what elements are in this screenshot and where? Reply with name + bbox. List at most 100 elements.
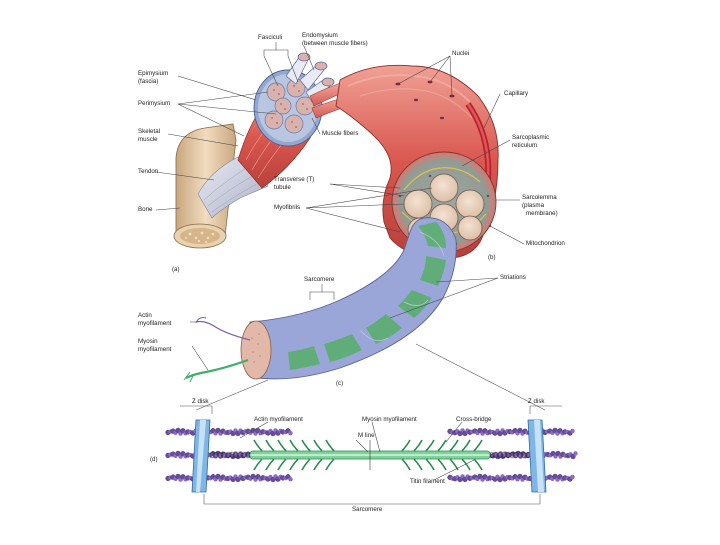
- cross-bridge-head: [325, 439, 335, 452]
- label-epimysium: Epimysium: [138, 70, 169, 77]
- label-t-tubule-sub: tubule: [274, 184, 291, 191]
- actin-bead: [175, 427, 181, 434]
- cross-bridge-head: [325, 458, 335, 471]
- actin-bead: [573, 451, 578, 456]
- label-actin-c-sub: myofilament: [138, 320, 172, 327]
- striation-bands: [288, 222, 446, 370]
- actin-bead: [552, 427, 558, 434]
- label-sarcolemma: Sarcolemma: [522, 194, 557, 201]
- actin-bead: [570, 474, 575, 480]
- cross-bridge-head: [401, 458, 411, 471]
- cross-bridge-head: [425, 439, 435, 452]
- label-mitochondrion: Mitochondrion: [526, 240, 565, 247]
- cross-bridge-head: [437, 458, 447, 471]
- actin-bead: [250, 473, 256, 480]
- label-z-disk-right: Z disk: [528, 398, 545, 405]
- label-myofibrils: Myofibrils: [274, 204, 301, 211]
- cross-bridge-head: [413, 458, 423, 471]
- cross-bridge-head: [313, 458, 323, 471]
- actin-bead: [570, 428, 575, 434]
- actin-bead: [477, 427, 483, 434]
- label-m-line: M line: [358, 432, 375, 439]
- label-muscle-fibers: Muscle fibers: [322, 130, 359, 137]
- label-sarcolemma-sub2: membrane): [526, 210, 558, 217]
- cross-bridge-head: [289, 439, 299, 452]
- actin-bead: [517, 427, 523, 434]
- cross-bridge-head: [277, 439, 287, 452]
- panel-c-label: (c): [336, 380, 344, 387]
- cross-bridge-head: [313, 439, 323, 452]
- label-perimysium: Perimysium: [138, 100, 171, 107]
- actin-bead: [288, 431, 293, 436]
- panel-a-label: (a): [172, 266, 180, 273]
- panel-c-myofibril: [183, 217, 457, 383]
- cross-bridge-head: [437, 439, 447, 452]
- label-z-disk-left: Z disk: [192, 398, 209, 405]
- cross-bridge-head: [401, 439, 411, 452]
- cross-bridge-head: [301, 458, 311, 471]
- label-myosin-c-sub: myofilament: [138, 346, 172, 353]
- leader-lines: [155, 42, 525, 481]
- actin-bead: [517, 473, 523, 480]
- label-bone: Bone: [138, 206, 153, 213]
- actin-bead: [555, 450, 561, 457]
- label-cross-bridge: Cross-bridge: [456, 416, 492, 423]
- actin-bead: [552, 473, 558, 480]
- z-disk-right-shape: [527, 419, 547, 493]
- actin-bead: [497, 430, 503, 437]
- label-endomysium-sub: (between muscle fibers): [302, 40, 368, 47]
- actin-bead: [215, 473, 221, 480]
- actin-bead: [457, 430, 463, 437]
- label-epimysium-sub: (fascia): [138, 78, 159, 85]
- label-capillary: Capillary: [504, 90, 529, 97]
- label-sarcolemma-sub1: (plasma: [522, 202, 545, 209]
- fasciculi-bundles: [264, 78, 315, 134]
- cross-bridge-head: [473, 439, 483, 452]
- actin-bead: [288, 477, 293, 482]
- cross-bridge-head: [449, 439, 459, 452]
- cross-bridge-head: [473, 458, 483, 471]
- actin-bead: [215, 427, 221, 434]
- cross-bridge-head: [449, 458, 459, 471]
- cross-bridge-head: [413, 439, 423, 452]
- cross-bridge-head: [253, 458, 263, 471]
- label-skeletal-sub: muscle: [138, 136, 158, 143]
- cross-bridge-head: [461, 439, 471, 452]
- actin-bead: [570, 453, 576, 460]
- label-sarcoplasmic: Sarcoplasmic: [512, 134, 550, 141]
- actin-bead: [270, 430, 276, 437]
- panel-a-muscle: [173, 52, 359, 249]
- label-t-tubule: Transverse (T): [274, 176, 315, 183]
- cross-bridge-head: [253, 439, 263, 452]
- label-myosin-d: Myosin myofilament: [362, 416, 417, 423]
- panel-d-label: (d): [150, 456, 158, 463]
- panel-d-sarcomere: [165, 343, 578, 505]
- cross-bridge-head: [265, 458, 275, 471]
- label-skeletal: Skeletal: [138, 128, 161, 135]
- actin-bead: [477, 473, 483, 480]
- label-sarcoplasmic-sub: reticulum: [512, 142, 538, 149]
- cross-bridges-d: [253, 439, 483, 471]
- cross-bridge-head: [265, 439, 275, 452]
- label-sarcomere-d: Sarcomere: [352, 506, 383, 513]
- panel-b-label: (b): [488, 254, 496, 261]
- label-titin: Titin filament: [410, 478, 445, 485]
- actin-bead: [457, 476, 463, 483]
- cross-bridge-head: [277, 458, 287, 471]
- label-actin-c: Actin: [138, 312, 152, 319]
- label-myosin-c: Myosin: [138, 338, 158, 345]
- titin-filaments-d: [209, 451, 531, 459]
- label-endomysium: Endomysium: [302, 32, 338, 39]
- z-disk-left-shape: [191, 419, 211, 493]
- label-actin-d: Actin myofilament: [254, 416, 303, 423]
- label-tendon: Tendon: [138, 168, 159, 175]
- cross-bridge-head: [289, 458, 299, 471]
- cross-bridge-head: [425, 458, 435, 471]
- myofibril-cut-end: [240, 320, 272, 380]
- myosin-strand-c: [185, 358, 249, 379]
- label-fasciculi: Fasciculi: [258, 34, 283, 41]
- actin-bead: [497, 476, 503, 483]
- label-sarcomere-c: Sarcomere: [304, 276, 335, 283]
